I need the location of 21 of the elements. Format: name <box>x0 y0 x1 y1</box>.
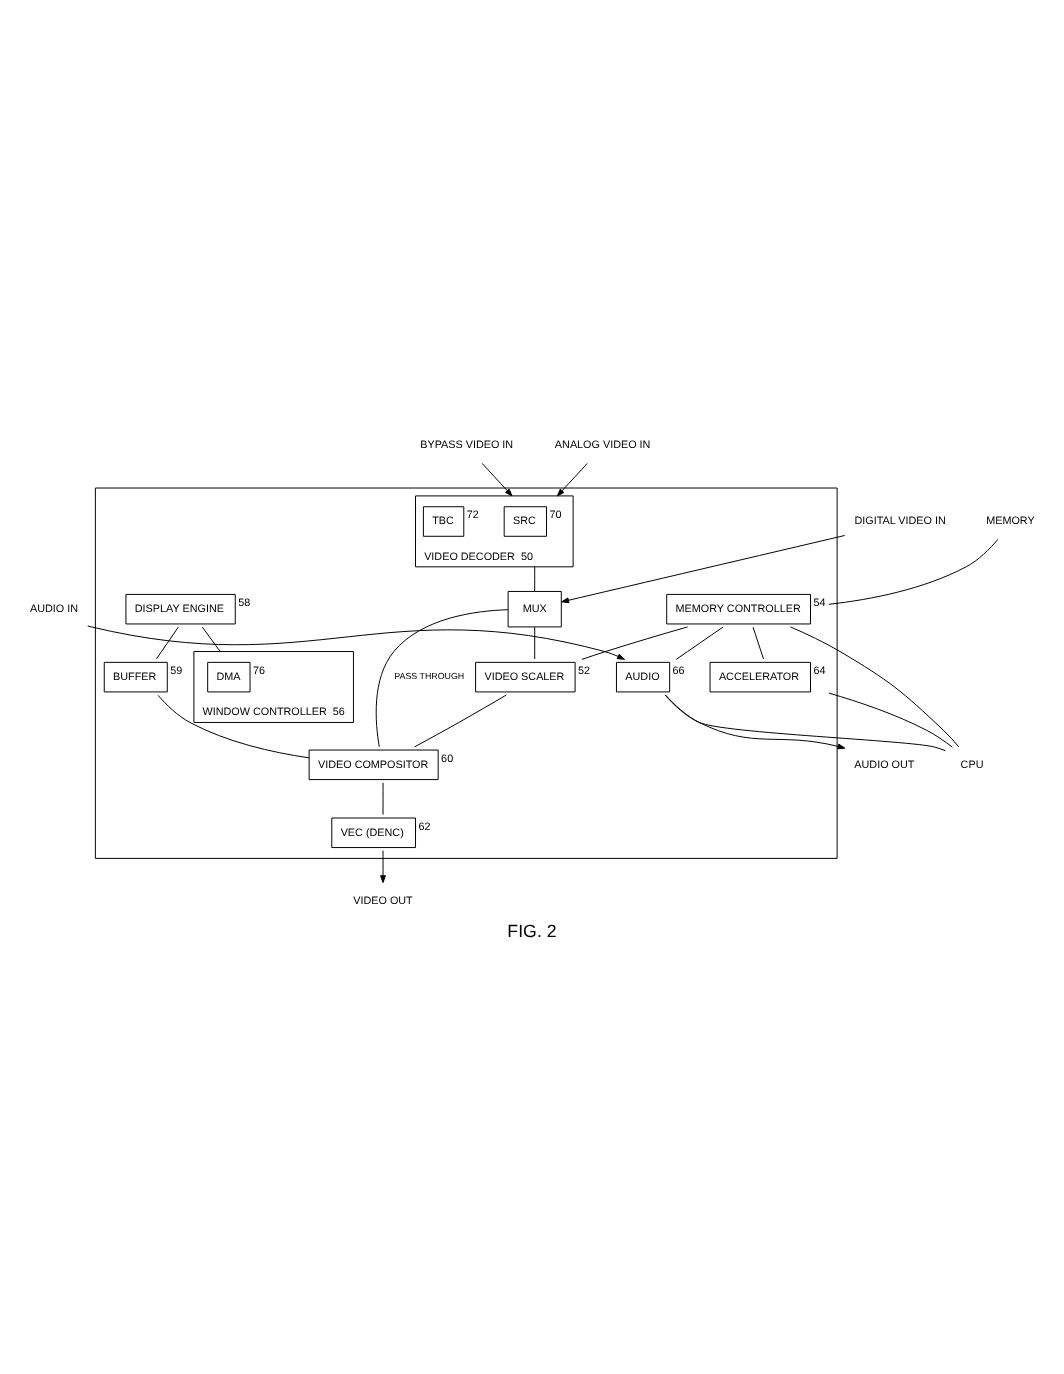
arrow <box>380 850 386 884</box>
arrow <box>481 462 513 497</box>
connector <box>534 566 536 592</box>
arrow <box>87 625 625 660</box>
connector <box>375 609 509 748</box>
caption: FIG. 2 <box>507 920 557 941</box>
connector <box>581 626 689 660</box>
connector <box>675 626 724 660</box>
connector <box>414 694 507 748</box>
connector <box>789 626 960 748</box>
connector <box>157 694 310 759</box>
connector <box>201 626 221 653</box>
arrow <box>561 535 846 604</box>
connector <box>752 626 764 660</box>
connector <box>828 692 953 748</box>
connector <box>664 694 946 752</box>
connector <box>534 626 536 660</box>
connector <box>155 626 179 660</box>
arrow <box>665 694 846 750</box>
connector <box>828 538 999 605</box>
arrow <box>556 462 588 497</box>
